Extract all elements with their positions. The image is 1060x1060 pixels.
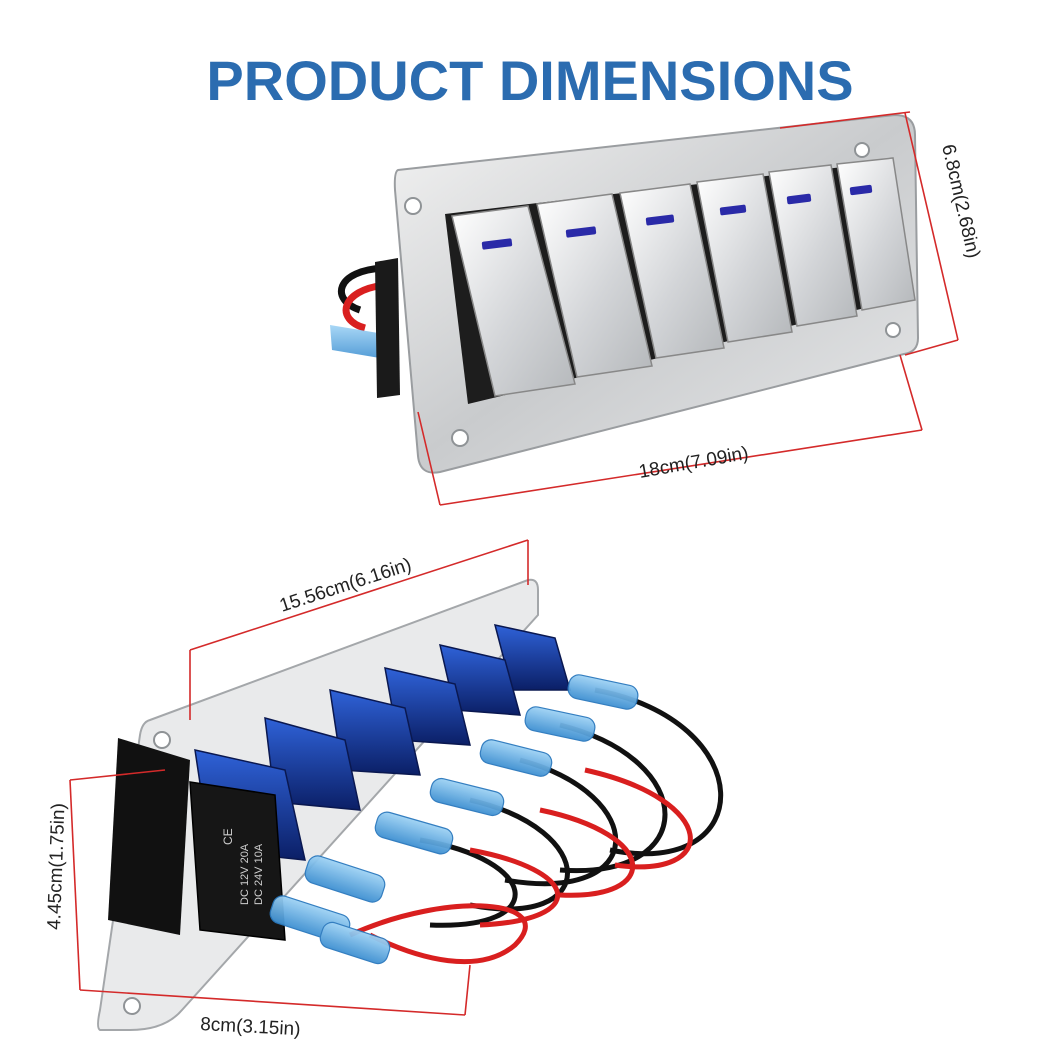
screw-hole — [404, 197, 422, 215]
rocker-switch — [619, 183, 725, 359]
screw-hole — [885, 322, 901, 338]
screw-hole — [123, 997, 141, 1015]
rating-line-2: DC 24V 10A — [253, 843, 265, 905]
red-wire — [342, 281, 386, 332]
dimension-lines-bottom — [69, 539, 529, 1016]
black-wire — [338, 264, 386, 314]
width-dimension-label: 18cm(7.09in) — [637, 443, 750, 483]
wiring — [348, 687, 724, 965]
blue-connector — [567, 674, 639, 710]
rocker-switch — [836, 157, 916, 311]
blue-connector — [304, 855, 386, 903]
depth-dimension-label: 8cm(3.15in) — [200, 1014, 301, 1040]
led-indicator — [565, 226, 597, 238]
ce-mark: CE — [221, 828, 235, 845]
blue-connector — [374, 811, 454, 855]
rear-panel-view: CE DC 12V 20A DC 24V 10A — [44, 539, 724, 1040]
screw-hole — [854, 142, 870, 158]
led-indicator — [645, 214, 675, 226]
led-indicator — [849, 184, 873, 196]
length-dimension-label: 15.56cm(6.16in) — [277, 554, 414, 616]
page-title: PRODUCT DIMENSIONS — [206, 49, 854, 112]
led-indicator — [481, 238, 513, 250]
switch-marking: CE DC 12V 20A DC 24V 10A — [221, 828, 265, 905]
rocker-switch — [451, 205, 576, 397]
rocker-switch — [768, 164, 858, 327]
rocker-switch — [696, 173, 793, 343]
rating-line-1: DC 12V 20A — [239, 843, 251, 905]
blue-connector — [479, 739, 553, 777]
blue-connector — [319, 921, 391, 965]
dimension-lines-top — [417, 111, 959, 506]
switch-body — [189, 781, 286, 941]
rocker-switch — [536, 193, 653, 378]
blue-connector — [524, 706, 596, 742]
switch-body — [375, 258, 400, 398]
height-dimension-label-bottom: 4.45cm(1.75in) — [44, 803, 69, 930]
led-indicator — [719, 204, 747, 216]
rubber-gasket — [108, 738, 190, 935]
screw-hole — [153, 731, 171, 749]
height-dimension-label: 6.8cm(2.68in) — [937, 142, 984, 260]
front-panel-view: 18cm(7.09in) 6.8cm(2.68in) — [330, 111, 984, 506]
led-indicator — [786, 193, 812, 205]
blue-connector — [429, 777, 505, 817]
screw-hole — [451, 429, 469, 447]
